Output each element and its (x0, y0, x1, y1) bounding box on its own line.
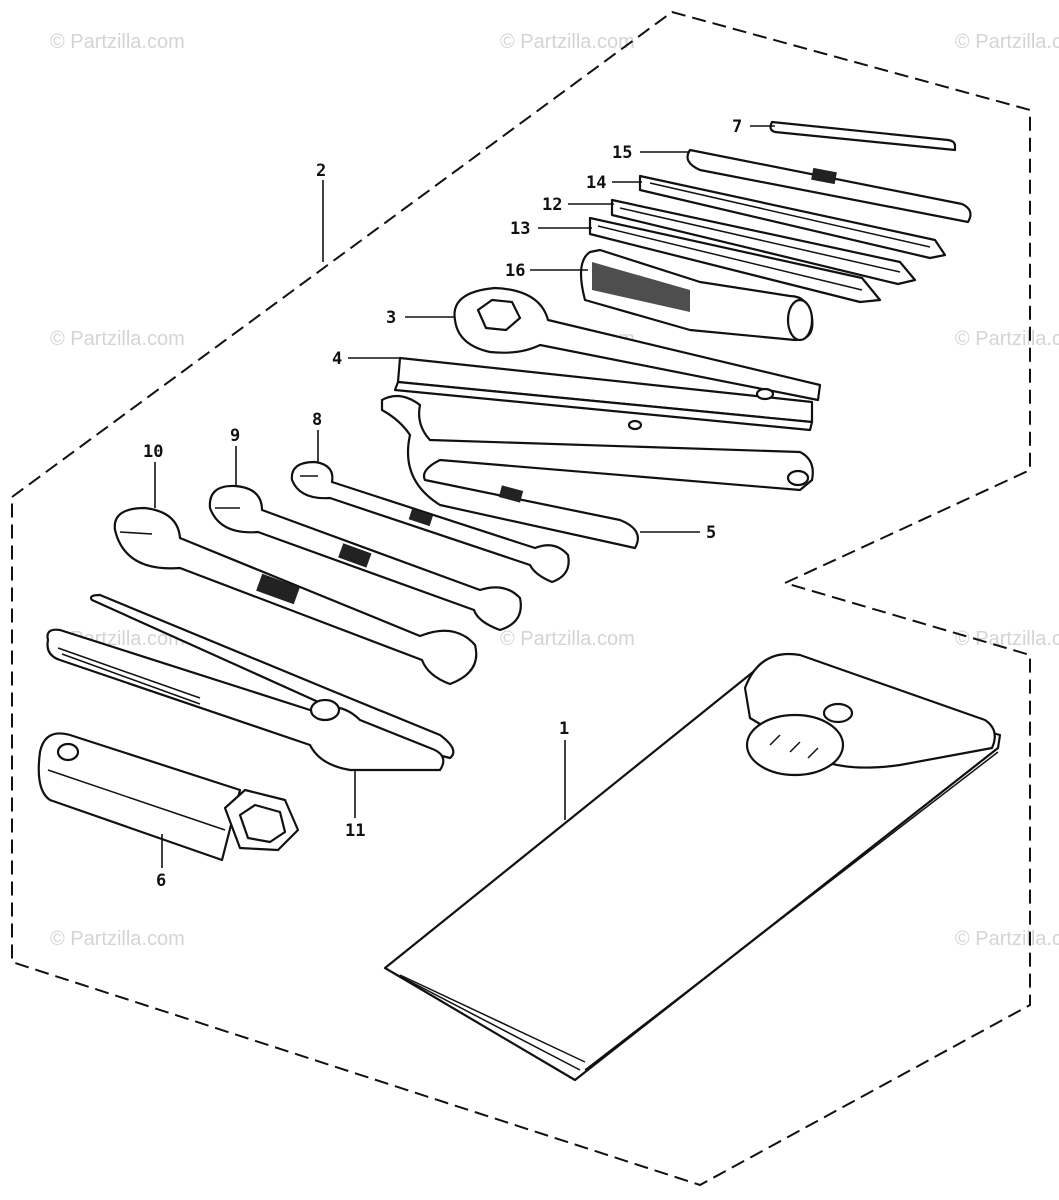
part-8-wrench (290, 460, 570, 584)
part-10-wrench (113, 506, 478, 686)
callouts: 2 7 15 14 12 13 16 3 4 5 8 9 10 11 6 1 (143, 117, 742, 891)
part-16-handle (579, 248, 814, 342)
callout-15: 15 (612, 143, 632, 163)
watermark: © Partzilla.com (50, 31, 185, 53)
watermark: © Partzilla.com (50, 328, 185, 350)
watermark: © Partzilla.com (955, 31, 1059, 53)
callout-16: 16 (505, 261, 525, 281)
part-7-bar (769, 120, 957, 152)
callout-10: 10 (143, 442, 163, 462)
callout-3: 3 (386, 308, 396, 328)
callout-2: 2 (316, 161, 326, 181)
callout-9: 9 (230, 426, 240, 446)
callout-1: 1 (559, 719, 569, 739)
callout-5: 5 (706, 523, 716, 543)
kit-outline-top (11, 10, 1031, 1187)
part-13-screwdriver (588, 216, 882, 304)
watermark: © Partzilla.com (955, 328, 1059, 350)
callout-12: 12 (542, 195, 562, 215)
part-11-pliers (46, 593, 455, 772)
part-6-box-wrench (37, 732, 300, 862)
part-4-flat-bar (393, 356, 814, 432)
watermark: © Partzilla.com (955, 628, 1059, 650)
callout-14: 14 (586, 173, 606, 193)
leader-lines (154, 125, 775, 868)
callout-7: 7 (732, 117, 742, 137)
callout-4: 4 (332, 349, 342, 369)
part-3-ring-spanner (453, 286, 822, 402)
part-15-blade (686, 148, 972, 224)
part-5-hook-spanner (380, 394, 814, 550)
callout-13: 13 (510, 219, 530, 239)
part-14-screwdriver (638, 174, 947, 260)
watermark: © Partzilla.com (50, 928, 185, 950)
watermark: © Partzilla.com (955, 928, 1059, 950)
part-12-screwdriver (610, 198, 917, 286)
callout-11: 11 (345, 821, 365, 841)
watermark: © Partzilla.com (500, 628, 635, 650)
part-1-tool-bag (383, 652, 1002, 1082)
part-9-wrench (208, 484, 522, 632)
callout-8: 8 (312, 410, 322, 430)
watermark: © Partzilla.com (500, 31, 635, 53)
callout-6: 6 (156, 871, 166, 891)
